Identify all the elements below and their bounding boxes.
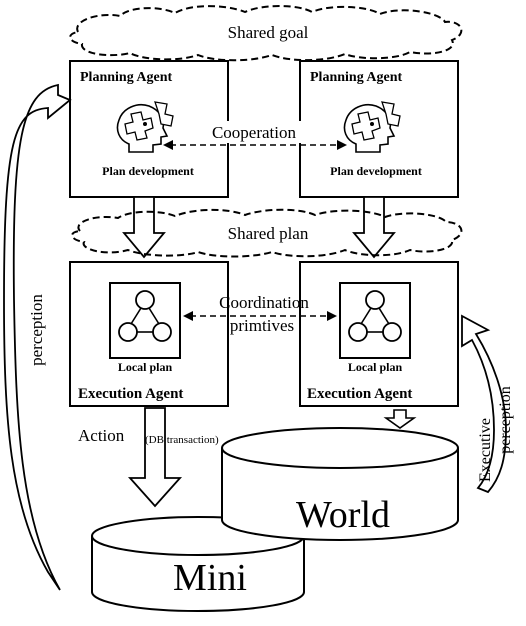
planning-agent-right: Planning Agent Plan development	[299, 60, 459, 198]
execution-agent-right-title: Execution Agent	[307, 386, 412, 402]
puzzle-head-icon	[116, 101, 174, 153]
executive-perception-arrow	[461, 314, 507, 494]
perception-label: perception	[27, 294, 46, 366]
plan-down-arrow-left	[122, 196, 166, 259]
action-label: Action	[78, 426, 125, 445]
coordination-label-line2: primtives	[230, 316, 294, 335]
execution-agent-left-title: Execution Agent	[78, 386, 183, 402]
shared-goal-cloud: Shared goal	[69, 5, 463, 62]
executive-perception-label: perception	[497, 386, 514, 454]
shared-goal-label: Shared goal	[228, 23, 309, 42]
world-label: World	[296, 494, 390, 536]
coordination-link: Coordination primtives	[183, 293, 337, 335]
planning-agent-left-title: Planning Agent	[80, 70, 173, 85]
executive-label: Executive	[477, 418, 494, 482]
db-transaction-label: (DB transaction)	[145, 434, 219, 446]
planning-agent-right-caption: Plan development	[330, 164, 422, 178]
action-arrow	[127, 407, 183, 508]
cooperation-link: Cooperation	[163, 121, 347, 150]
execution-agent-left: Local plan Execution Agent	[69, 261, 229, 407]
mini-label: Mini	[173, 557, 247, 599]
coordination-label: Coordination	[219, 293, 309, 312]
perception-arrow	[3, 83, 72, 591]
shared-plan-label: Shared plan	[228, 224, 309, 243]
planning-agent-left-caption: Plan development	[102, 164, 194, 178]
execution-agent-right: Local plan Execution Agent	[299, 261, 459, 407]
execution-agent-right-caption: Local plan	[348, 360, 403, 374]
execution-agent-left-caption: Local plan	[118, 360, 173, 374]
world-down-arrow	[383, 409, 417, 429]
cooperation-label: Cooperation	[212, 123, 297, 142]
plan-tree-icon	[109, 282, 181, 359]
plan-tree-icon	[339, 282, 411, 359]
planning-agent-right-title: Planning Agent	[310, 70, 403, 85]
puzzle-head-icon	[343, 101, 401, 153]
world-database: World	[221, 427, 459, 541]
plan-down-arrow-right	[352, 196, 396, 259]
shared-plan-cloud: Shared plan	[71, 208, 463, 258]
